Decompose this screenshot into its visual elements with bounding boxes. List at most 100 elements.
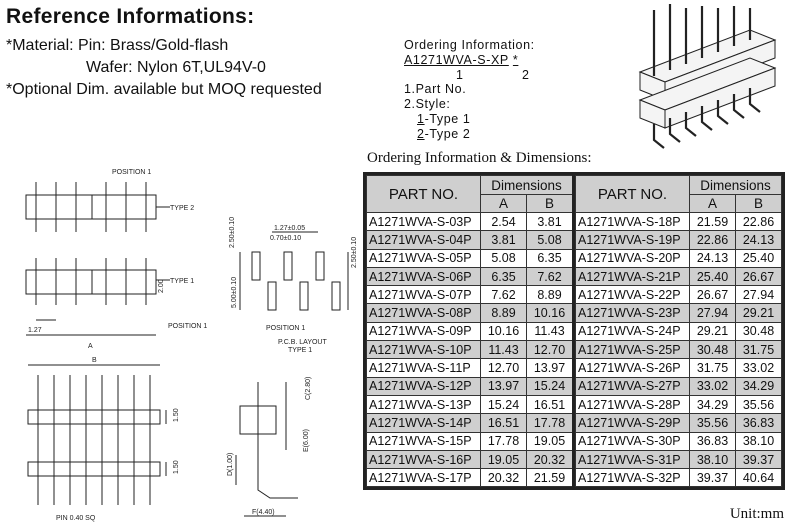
part-number-cell: A1271WVA-S-23P bbox=[575, 303, 690, 323]
type1-number: 1 bbox=[417, 112, 425, 126]
dim-b-cell: 30.48 bbox=[735, 321, 782, 342]
part-number-cell: A1271WVA-S-31P bbox=[575, 449, 690, 470]
dim-b-cell: 13.97 bbox=[526, 358, 573, 378]
dim-a-cell: 21.59 bbox=[689, 211, 736, 232]
dim-b-cell: 38.10 bbox=[735, 431, 782, 451]
dim-a-cell: 15.24 bbox=[480, 394, 527, 415]
dim-a-cell: 8.89 bbox=[480, 303, 527, 323]
optional-dim-note: *Optional Dim. available but MOQ request… bbox=[6, 81, 322, 98]
dim-a-cell: 35.56 bbox=[689, 413, 736, 433]
label-pcb-layout: P.C.B. LAYOUT bbox=[278, 339, 327, 346]
side-housing-top bbox=[27, 409, 161, 425]
connector-3d-illustration bbox=[638, 4, 777, 149]
dim-a-cell: 29.21 bbox=[689, 321, 736, 342]
dim-b-cell: 26.67 bbox=[735, 266, 782, 287]
dim-a-cell: 38.10 bbox=[689, 449, 736, 470]
label-pcb-250: 2.50±0.10 bbox=[229, 217, 236, 248]
label-dim-b: B bbox=[92, 357, 97, 364]
label-f-dim: F(4.40) bbox=[252, 509, 275, 516]
type2-text: -Type 2 bbox=[424, 127, 471, 141]
dim-b-cell: 34.29 bbox=[735, 376, 782, 396]
dim-b-cell: 31.75 bbox=[735, 340, 782, 360]
technical-drawing: POSITION 1 TYPE 2 TYPE 1 2.00 1.27 A POS… bbox=[25, 169, 358, 522]
ordering-index-1: 1 bbox=[456, 68, 464, 82]
ordering-index-2: 2 bbox=[522, 68, 530, 82]
dim-b-cell: 20.32 bbox=[526, 449, 573, 470]
col-a-header: A bbox=[689, 194, 736, 213]
col-b-header: B bbox=[526, 194, 573, 213]
dim-a-cell: 6.35 bbox=[480, 266, 527, 287]
part-number-cell: A1271WVA-S-30P bbox=[575, 431, 690, 451]
label-pin-size: PIN 0.40 SQ bbox=[56, 515, 96, 522]
label-pcb-127: 1.27±0.05 bbox=[274, 225, 305, 232]
table-title: Ordering Information & Dimensions: bbox=[367, 150, 592, 166]
page-heading: Reference Informations: bbox=[6, 5, 255, 28]
right-angle-pin bbox=[257, 382, 298, 499]
ordering-type1: 1-Type 1 bbox=[404, 112, 535, 127]
material-pin: *Material: Pin: Brass/Gold-flash bbox=[6, 37, 229, 54]
label-position-1: POSITION 1 bbox=[112, 169, 151, 176]
dim-b-cell: 29.21 bbox=[735, 303, 782, 323]
part-no-header: PART NO. bbox=[575, 175, 690, 213]
col-a-header: A bbox=[480, 194, 527, 213]
part-number-cell: A1271WVA-S-05P bbox=[366, 248, 481, 268]
dim-b-cell: 8.89 bbox=[526, 285, 573, 305]
dim-b-cell: 17.78 bbox=[526, 413, 573, 433]
part-number-cell: A1271WVA-S-22P bbox=[575, 285, 690, 305]
dim-a-cell: 11.43 bbox=[480, 340, 527, 360]
unit-label: Unit:mm bbox=[729, 506, 784, 522]
part-number-cell: A1271WVA-S-10P bbox=[366, 340, 481, 360]
pcb-pad bbox=[299, 281, 309, 311]
pcb-pad bbox=[267, 281, 277, 311]
dim-a-cell: 39.37 bbox=[689, 468, 736, 488]
part-number-cell: A1271WVA-S-15P bbox=[366, 431, 481, 451]
part-no-header: PART NO. bbox=[366, 175, 481, 213]
dim-a-cell: 26.67 bbox=[689, 285, 736, 305]
label-pcb-500: 5.00±0.10 bbox=[231, 277, 238, 308]
part-number-cell: A1271WVA-S-04P bbox=[366, 230, 481, 250]
part-number-cell: A1271WVA-S-08P bbox=[366, 303, 481, 323]
dim-a-cell: 31.75 bbox=[689, 358, 736, 378]
type1-pins bbox=[35, 258, 147, 305]
dim-a-cell: 13.97 bbox=[480, 376, 527, 396]
dim-b-cell: 24.13 bbox=[735, 230, 782, 250]
ordering-index-line: 1 2 bbox=[404, 68, 535, 82]
dim-a-cell: 25.40 bbox=[689, 266, 736, 287]
dim-a-cell: 22.86 bbox=[689, 230, 736, 250]
type2-number: 2 bbox=[417, 127, 425, 141]
pcb-pad bbox=[315, 251, 325, 281]
dim-b-cell: 39.37 bbox=[735, 449, 782, 470]
label-e-dim: E(6.00) bbox=[303, 429, 310, 452]
dim-b-cell: 25.40 bbox=[735, 248, 782, 268]
label-pcb-type: TYPE 1 bbox=[288, 347, 312, 354]
part-number-cell: A1271WVA-S-24P bbox=[575, 321, 690, 342]
ordering-code-line: A1271WVA-S-XP * bbox=[404, 53, 535, 68]
label-dim-200: 2.00 bbox=[158, 279, 165, 293]
part-number-cell: A1271WVA-S-19P bbox=[575, 230, 690, 250]
part-number-cell: A1271WVA-S-26P bbox=[575, 358, 690, 378]
pcb-pad bbox=[331, 281, 341, 311]
pcb-pad bbox=[251, 251, 261, 281]
ordering-part-no: 1.Part No. bbox=[404, 82, 467, 96]
part-number-cell: A1271WVA-S-18P bbox=[575, 211, 690, 232]
dim-b-cell: 10.16 bbox=[526, 303, 573, 323]
